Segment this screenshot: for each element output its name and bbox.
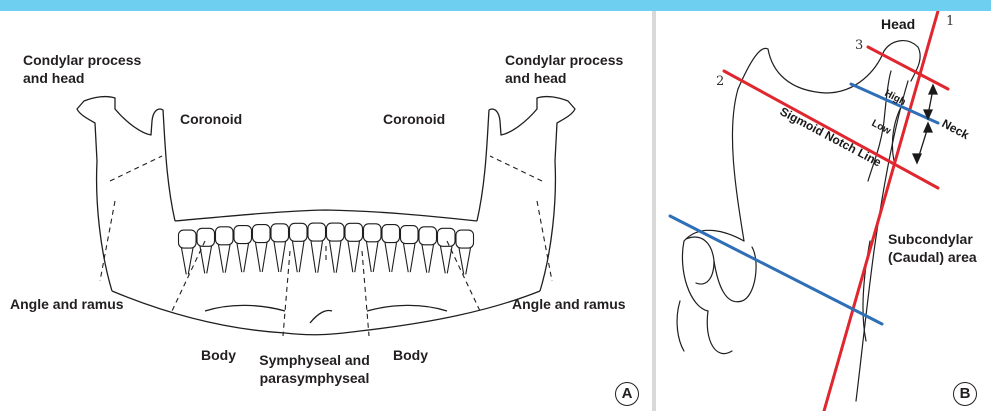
label-subcondylar-area: Subcondylar (Caudal) area xyxy=(888,230,984,266)
label-symphyseal-parasymphyseal: Symphyseal and parasymphyseal xyxy=(252,351,377,387)
tooth-root xyxy=(182,248,194,274)
line-number-1: 1 xyxy=(946,14,954,29)
panel-letter-b: B xyxy=(953,382,977,406)
tooth-root xyxy=(441,246,453,273)
tooth-root xyxy=(293,241,305,272)
tooth-crown xyxy=(401,226,419,244)
label-sigmoid-notch-line: Sigmoid Notch Line xyxy=(778,104,884,169)
tooth-root xyxy=(219,245,231,273)
label-body-left: Body xyxy=(201,346,236,364)
tooth-root xyxy=(422,245,434,273)
tooth-root xyxy=(385,243,397,272)
tooth-crown xyxy=(364,224,382,242)
panel-a-mandible-regions: Condylar process and head Condylar proce… xyxy=(0,11,652,411)
panel-b-condylar-regions: Head High Low Neck Sigmoid Notch Line 1 … xyxy=(656,11,991,411)
tooth-crown xyxy=(290,223,308,241)
label-angle-ramus-left: Angle and ramus xyxy=(10,295,124,313)
tooth-crown xyxy=(382,225,400,243)
tooth-crown xyxy=(456,230,474,248)
label-head: Head xyxy=(881,16,915,32)
tooth-root xyxy=(330,241,342,273)
tooth-root xyxy=(200,246,212,273)
tooth-crown xyxy=(197,228,215,246)
top-color-bar xyxy=(0,0,991,11)
tooth-crown xyxy=(216,227,234,245)
tooth-root xyxy=(274,242,286,272)
tooth-crown xyxy=(327,223,345,241)
label-coronoid-left: Coronoid xyxy=(180,110,242,128)
tooth-root xyxy=(256,243,268,272)
line-number-2: 2 xyxy=(716,74,724,89)
label-condylar-process-right: Condylar process and head xyxy=(505,51,645,87)
label-angle-ramus-right: Angle and ramus xyxy=(512,295,626,313)
label-body-right: Body xyxy=(393,346,428,364)
tooth-crown xyxy=(234,226,252,244)
label-low: Low xyxy=(870,118,893,137)
tooth-root xyxy=(348,241,360,272)
line-number-3: 3 xyxy=(855,38,863,53)
label-coronoid-right: Coronoid xyxy=(383,110,445,128)
label-condylar-process-left: Condylar process and head xyxy=(23,51,163,87)
tooth-crown xyxy=(438,228,456,246)
tooth-root xyxy=(237,244,249,273)
tooth-root xyxy=(404,244,416,273)
tooth-root xyxy=(367,242,379,272)
tooth-crown xyxy=(345,223,363,241)
label-neck: Neck xyxy=(940,116,972,142)
tooth-crown xyxy=(179,230,197,248)
tooth-crown xyxy=(253,225,271,243)
tooth-root xyxy=(311,241,323,273)
condyle-diagram: Head High Low Neck Sigmoid Notch Line 1 … xyxy=(656,11,991,411)
panel-letter-a: A xyxy=(615,382,639,406)
tooth-root xyxy=(459,248,471,274)
tooth-crown xyxy=(308,223,326,241)
tooth-crown xyxy=(419,227,437,245)
tooth-crown xyxy=(271,224,289,242)
